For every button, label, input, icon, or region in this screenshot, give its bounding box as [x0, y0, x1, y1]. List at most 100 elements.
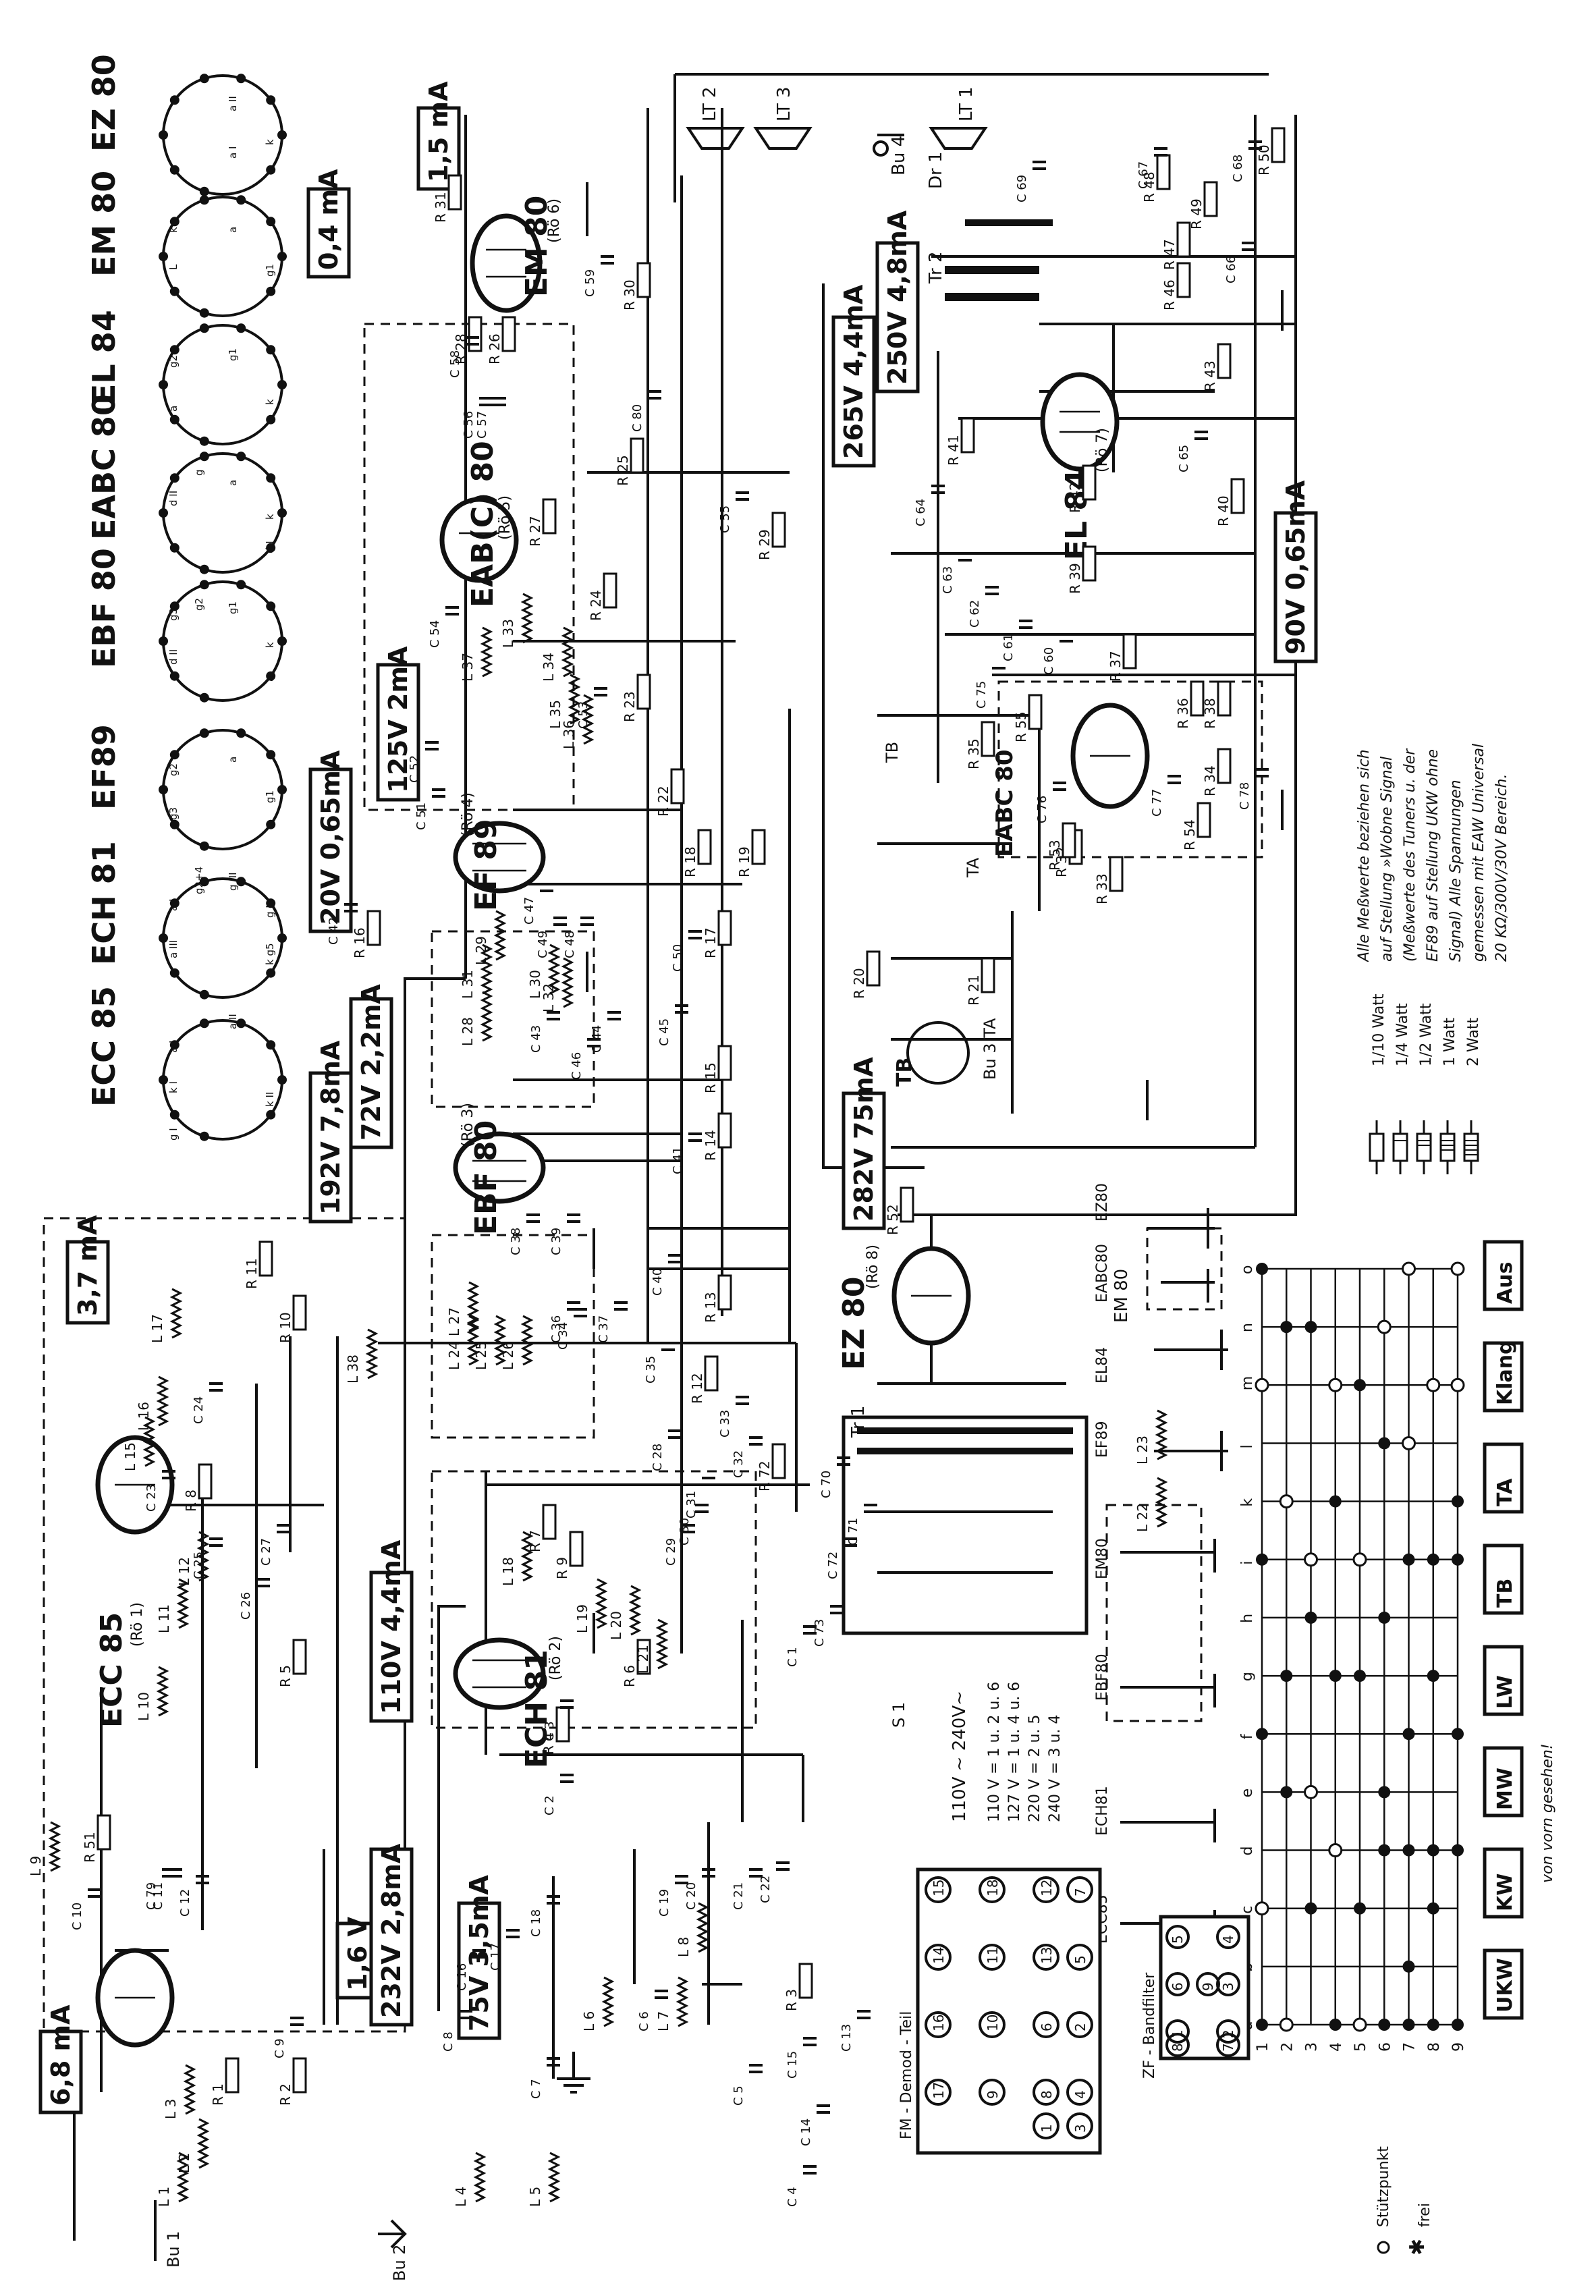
pin-dot [199, 308, 209, 318]
coil-symbol [156, 1666, 169, 1717]
resistor-label: R 1 [210, 2083, 226, 2106]
capacitor-label: C 8 [441, 2031, 456, 2052]
pin-dot [159, 130, 168, 140]
coil-label: L 15 [122, 1442, 138, 1471]
switch-contact-closed [1378, 1786, 1391, 1799]
resistor-symbol [542, 1504, 557, 1540]
switch-contact-open [1402, 1261, 1416, 1276]
tube-name: EL 84 [86, 310, 122, 405]
tube-name: ECH 81 [86, 841, 122, 965]
coil-label: L 19 [574, 1604, 590, 1633]
pin-label: k [264, 514, 276, 520]
pin-dot [266, 1040, 276, 1050]
fm-pin [925, 1876, 952, 1903]
switch-button-label: TB [1493, 1579, 1517, 1608]
switch-row-label: 8 [1426, 2042, 1443, 2052]
resistor-symbol [960, 417, 975, 454]
switch-contact-open [1377, 1319, 1392, 1334]
resistor-label: R 21 [966, 975, 982, 1006]
switch-tube-label: EBF80 [1094, 1653, 1111, 1701]
capacitor-label: C 73 [813, 1619, 827, 1647]
watt-label: 1/10 Watt [1371, 993, 1387, 1066]
coil-symbol [520, 593, 534, 644]
tube-label: (Rö 7) [1094, 428, 1111, 472]
pin-dot [159, 636, 168, 646]
pin-label: g2+4 [193, 867, 205, 894]
switch-contact-closed [1329, 2019, 1342, 2031]
pin-dot [169, 286, 180, 296]
resistor-symbol [292, 1639, 307, 1675]
resistor-symbol [447, 174, 462, 211]
switch-col-label: c [1239, 1906, 1256, 1914]
resistor-label: R 17 [703, 927, 719, 958]
pin-dot [159, 508, 168, 518]
zf-pin-label: 3 [1220, 1982, 1236, 1991]
pin-label: a I [167, 899, 180, 911]
fm-pin-label: 9 [985, 2090, 1001, 2099]
resistor-symbol [1028, 694, 1043, 730]
mains-range: 110V ~ 240V~ [950, 1691, 970, 1822]
pin-dot [277, 636, 287, 646]
capacitor-label: C 12 [178, 1889, 192, 1917]
watt-symbol [1416, 1132, 1432, 1162]
pin-dot [236, 1018, 246, 1029]
resistor-label: R 51 [82, 1832, 98, 1863]
fm-pin-label: 18 [985, 1880, 1001, 1896]
capacitor-label: C 61 [1001, 634, 1016, 661]
fm-pin-label: 13 [1039, 1947, 1055, 1964]
switch-button-label: Aus [1493, 1262, 1517, 1304]
switch-contact-closed [1452, 1553, 1464, 1566]
resistor-symbol [981, 957, 995, 993]
pin-dot [236, 877, 246, 887]
tube-label: (Rö 8) [864, 1245, 881, 1289]
resistor-label: R 7 [527, 1530, 543, 1552]
watt-label: 1/2 Watt [1418, 1003, 1435, 1066]
pin-label: g2 [167, 355, 180, 368]
coil-symbol [561, 957, 574, 1008]
coil-label: L 31 [460, 970, 476, 999]
capacitor-label: C 19 [657, 1889, 671, 1917]
pin-dot [266, 473, 276, 483]
capacitor-label: C 43 [529, 1025, 543, 1053]
coil-label: L 23 [1134, 1436, 1151, 1465]
switch-contact-open [1328, 1377, 1343, 1392]
tube-label: EBF 80 [469, 1120, 503, 1235]
capacitor-label: C 18 [529, 1909, 543, 1937]
resistor-symbol [1176, 262, 1191, 298]
socket-label: TA [964, 857, 983, 878]
resistor-symbol [771, 1443, 786, 1479]
capacitor-label: C 36 [549, 1315, 563, 1343]
fm-pin [925, 2011, 952, 2038]
resistor-label: R 15 [703, 1062, 719, 1093]
switch-col-label: k [1239, 1498, 1256, 1507]
pin-dot [159, 252, 168, 261]
resistor-symbol [1082, 545, 1097, 582]
measure-label: 3,7 mA [73, 1215, 103, 1316]
switch-contact-closed [1280, 1321, 1293, 1334]
capacitor-label: C 52 [408, 755, 422, 783]
speaker-label: LT 1 [956, 86, 976, 121]
coil-symbol [628, 1585, 642, 1636]
part-labels: R 31R 30R 28R 27R 26R 25R 29R 24R 23R 22… [28, 127, 1286, 2207]
resistor-label: R 8 [183, 1489, 199, 1512]
pin-label: k [264, 139, 276, 145]
pin-dot [266, 750, 276, 760]
measure-box: 110V 4,4mA [369, 1539, 414, 1723]
pin-dot [159, 380, 168, 389]
resistor-label: R 41 [945, 435, 962, 466]
measure-label: 125V 2mA [383, 646, 413, 793]
switch-col-label: i [1239, 1561, 1256, 1565]
pin-dot [169, 671, 180, 681]
capacitor-label: C 40 [651, 1268, 665, 1296]
coil-symbol [196, 1531, 210, 1582]
resistor-symbol [1217, 748, 1232, 784]
tube-label: ECH 81 [520, 1649, 554, 1768]
resistor-symbol [258, 1240, 273, 1277]
pin-dot [199, 186, 209, 196]
tube-label: EZ 80 [837, 1276, 871, 1370]
socket-label: S 1 [889, 1702, 908, 1728]
resistor-symbol [717, 910, 732, 946]
sockets: Bu 3 TA TB TA TB Bu 1 Bu 2 S 1 [154, 742, 999, 2281]
switch-col-label: n [1239, 1323, 1256, 1332]
